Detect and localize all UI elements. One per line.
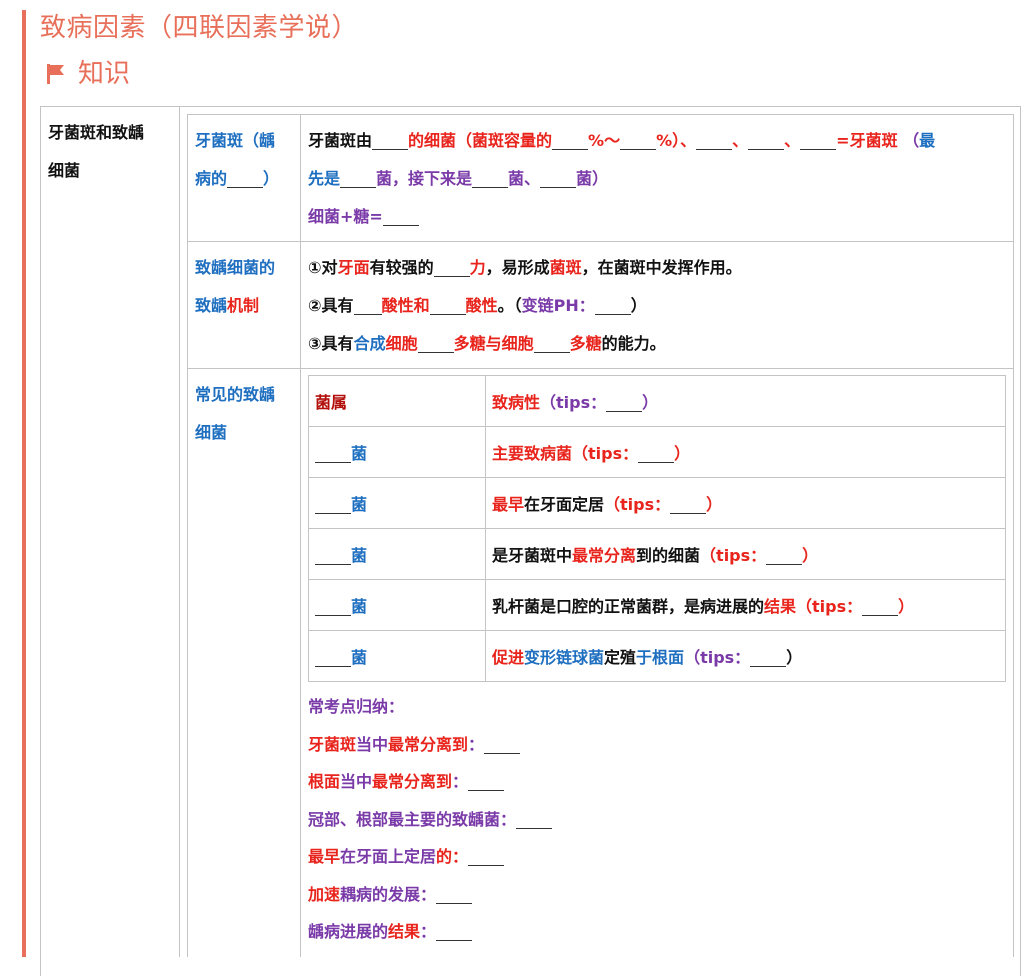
knowledge-table <box>40 106 1021 976</box>
divider <box>1013 114 1014 957</box>
table-row: 菌属 致病性（tips：） <box>308 375 1006 427</box>
table-cell: 最早在牙面定居（tips：） <box>485 477 1006 529</box>
section-heading: 知识 <box>46 54 130 94</box>
flag-icon <box>47 64 64 84</box>
table-row: 菌 是牙菌斑中最常分离到的细菌（tips：） <box>308 528 1006 580</box>
divider <box>187 368 1014 369</box>
plaque-content: 牙菌斑由的细菌（菌斑容量的%～%）、、、=牙菌斑 （最 先是菌，接下来是菌、菌）… <box>308 131 936 226</box>
table-cell: 是牙菌斑中最常分离到的细菌（tips：） <box>485 528 1006 580</box>
divider <box>300 114 301 957</box>
divider <box>187 114 188 957</box>
accent-bar <box>22 10 26 957</box>
table-row: 菌 乳杆菌是口腔的正常菌群，是病进展的结果（tips：） <box>308 579 1006 631</box>
table-cell: 菌 <box>308 477 486 529</box>
table-row: 菌 促进变形链球菌定殖于根面（tips：） <box>308 630 1006 682</box>
page-title: 致病因素（四联因素学说） <box>40 13 359 43</box>
divider <box>187 241 1014 242</box>
table-cell: 菌属 <box>308 375 486 427</box>
table-row: 菌 主要致病菌（tips：） <box>308 426 1006 478</box>
divider <box>179 106 180 957</box>
table-cell: 菌 <box>308 579 486 631</box>
table-row: 菌 最早在牙面定居（tips：） <box>308 477 1006 529</box>
table-cell: 菌 <box>308 426 486 478</box>
table-cell: 菌 <box>308 528 486 580</box>
table-cell: 菌 <box>308 630 486 682</box>
mechanism-label: 致龋细菌的 致龋机制 <box>195 258 276 315</box>
section-label: 牙菌斑和致龋 细菌 <box>48 123 145 180</box>
plaque-label: 牙菌斑（龋 病的） <box>195 131 280 188</box>
summary-notes: 常考点归纳： 牙菌斑当中最常分离到： 根面当中最常分离到： 冠部、根部最主要的致… <box>308 688 553 951</box>
table-cell: 主要致病菌（tips：） <box>485 426 1006 478</box>
common-label: 常见的致龋 细菌 <box>195 385 276 442</box>
divider <box>187 114 1014 115</box>
section-heading-text: 知识 <box>78 59 131 89</box>
mechanism-content: ①对牙面有较强的力，易形成菌斑，在菌斑中发挥作用。 ②具有酸性和酸性。（变链PH… <box>308 258 742 353</box>
table-cell: 乳杆菌是口腔的正常菌群，是病进展的结果（tips：） <box>485 579 1006 631</box>
table-cell: 致病性（tips：） <box>485 375 1006 427</box>
bacteria-table: 菌属 致病性（tips：） 菌 主要致病菌（tips：） 菌 最早在牙面定居（t… <box>308 375 1006 682</box>
table-cell: 促进变形链球菌定殖于根面（tips：） <box>485 630 1006 682</box>
